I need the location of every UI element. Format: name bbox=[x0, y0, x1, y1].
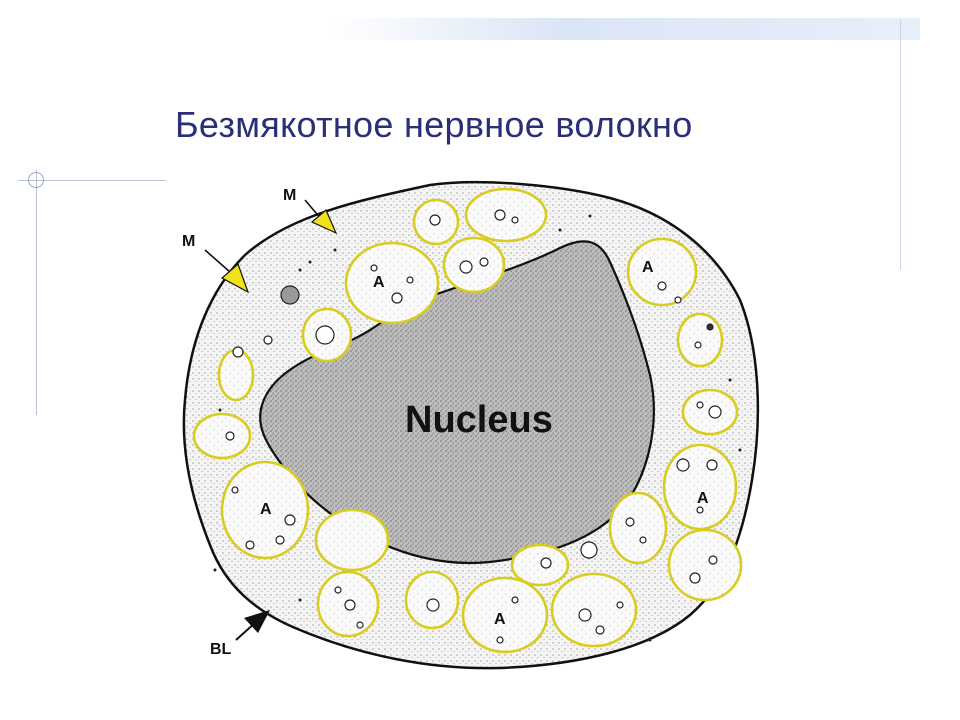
slide-title: Безмякотное нервное волокно bbox=[175, 104, 693, 145]
axon bbox=[461, 576, 549, 654]
axon-label: A bbox=[697, 490, 709, 507]
basal-lamina-label: BL bbox=[210, 641, 232, 658]
axon bbox=[442, 236, 506, 294]
axon bbox=[608, 491, 668, 565]
mesaxon-label: M bbox=[283, 187, 296, 204]
axon bbox=[464, 187, 548, 243]
decorative-header-band bbox=[330, 18, 920, 40]
axon bbox=[550, 572, 638, 648]
axon-group bbox=[192, 187, 743, 654]
mesaxon-label: M bbox=[182, 233, 195, 250]
axon-label: A bbox=[642, 259, 654, 276]
axon bbox=[510, 543, 570, 587]
axon bbox=[217, 348, 255, 402]
organelles bbox=[225, 209, 722, 644]
nucleus-label: Nucleus bbox=[405, 399, 553, 441]
axon bbox=[662, 443, 738, 531]
decorative-vertical-line bbox=[900, 20, 901, 270]
mesaxon-arrow bbox=[304, 199, 338, 235]
decorative-crosshair-circle bbox=[28, 172, 44, 188]
mesaxon-arrow bbox=[204, 249, 250, 294]
axon-label: A bbox=[494, 611, 506, 628]
axon-label: A bbox=[260, 501, 272, 518]
decorative-horizontal-line bbox=[18, 180, 166, 181]
axon bbox=[192, 412, 252, 460]
axon-label: A bbox=[373, 274, 385, 291]
basal-lamina-arrow bbox=[235, 610, 270, 641]
axon bbox=[667, 528, 743, 602]
axon bbox=[344, 241, 440, 325]
axon bbox=[314, 508, 390, 572]
axon bbox=[220, 460, 310, 560]
axon bbox=[626, 237, 698, 307]
decorative-vertical-line bbox=[36, 170, 37, 415]
axon bbox=[676, 312, 724, 368]
granules bbox=[213, 214, 742, 642]
